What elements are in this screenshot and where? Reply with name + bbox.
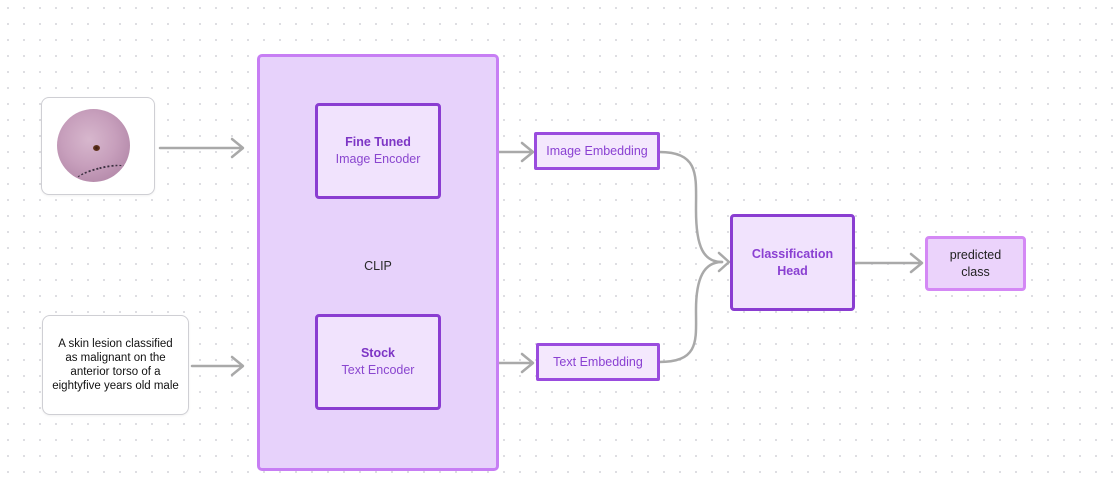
connector-text-embedding-to-head bbox=[657, 260, 724, 364]
caption-card: A skin lesion classified as malignant on… bbox=[42, 315, 189, 415]
text-embedding-node: Text Embedding bbox=[536, 343, 660, 381]
arrow-caption-to-clip bbox=[190, 355, 245, 377]
predicted-class-label: predicted class bbox=[949, 247, 1002, 279]
text-encoder-subtitle: Text Encoder bbox=[341, 363, 415, 377]
lesion-image-card bbox=[41, 97, 155, 195]
classification-head-node: Classification Head bbox=[730, 214, 855, 311]
classification-head-label: Classification Head bbox=[751, 246, 834, 278]
lesion-spot bbox=[93, 145, 100, 151]
arrow-image-to-clip bbox=[158, 137, 245, 159]
image-encoder-node: Fine Tuned Image Encoder bbox=[315, 103, 441, 199]
lesion-image bbox=[57, 109, 130, 182]
text-encoder-title: Stock bbox=[360, 346, 396, 360]
predicted-class-node: predicted class bbox=[925, 236, 1026, 291]
text-embedding-label: Text Embedding bbox=[553, 355, 643, 369]
image-embedding-node: Image Embedding bbox=[534, 132, 660, 170]
image-encoder-subtitle: Image Encoder bbox=[335, 152, 421, 166]
connector-image-embedding-to-head bbox=[657, 150, 724, 264]
image-encoder-title: Fine Tuned bbox=[345, 135, 411, 149]
image-embedding-label: Image Embedding bbox=[546, 144, 648, 158]
arrow-head-to-output bbox=[852, 252, 924, 274]
clip-label: CLIP bbox=[364, 259, 392, 273]
caption-text: A skin lesion classified as malignant on… bbox=[52, 338, 179, 392]
ruler-marks bbox=[74, 160, 128, 182]
arrow-join-to-head bbox=[717, 251, 731, 273]
text-encoder-node: Stock Text Encoder bbox=[315, 314, 441, 410]
